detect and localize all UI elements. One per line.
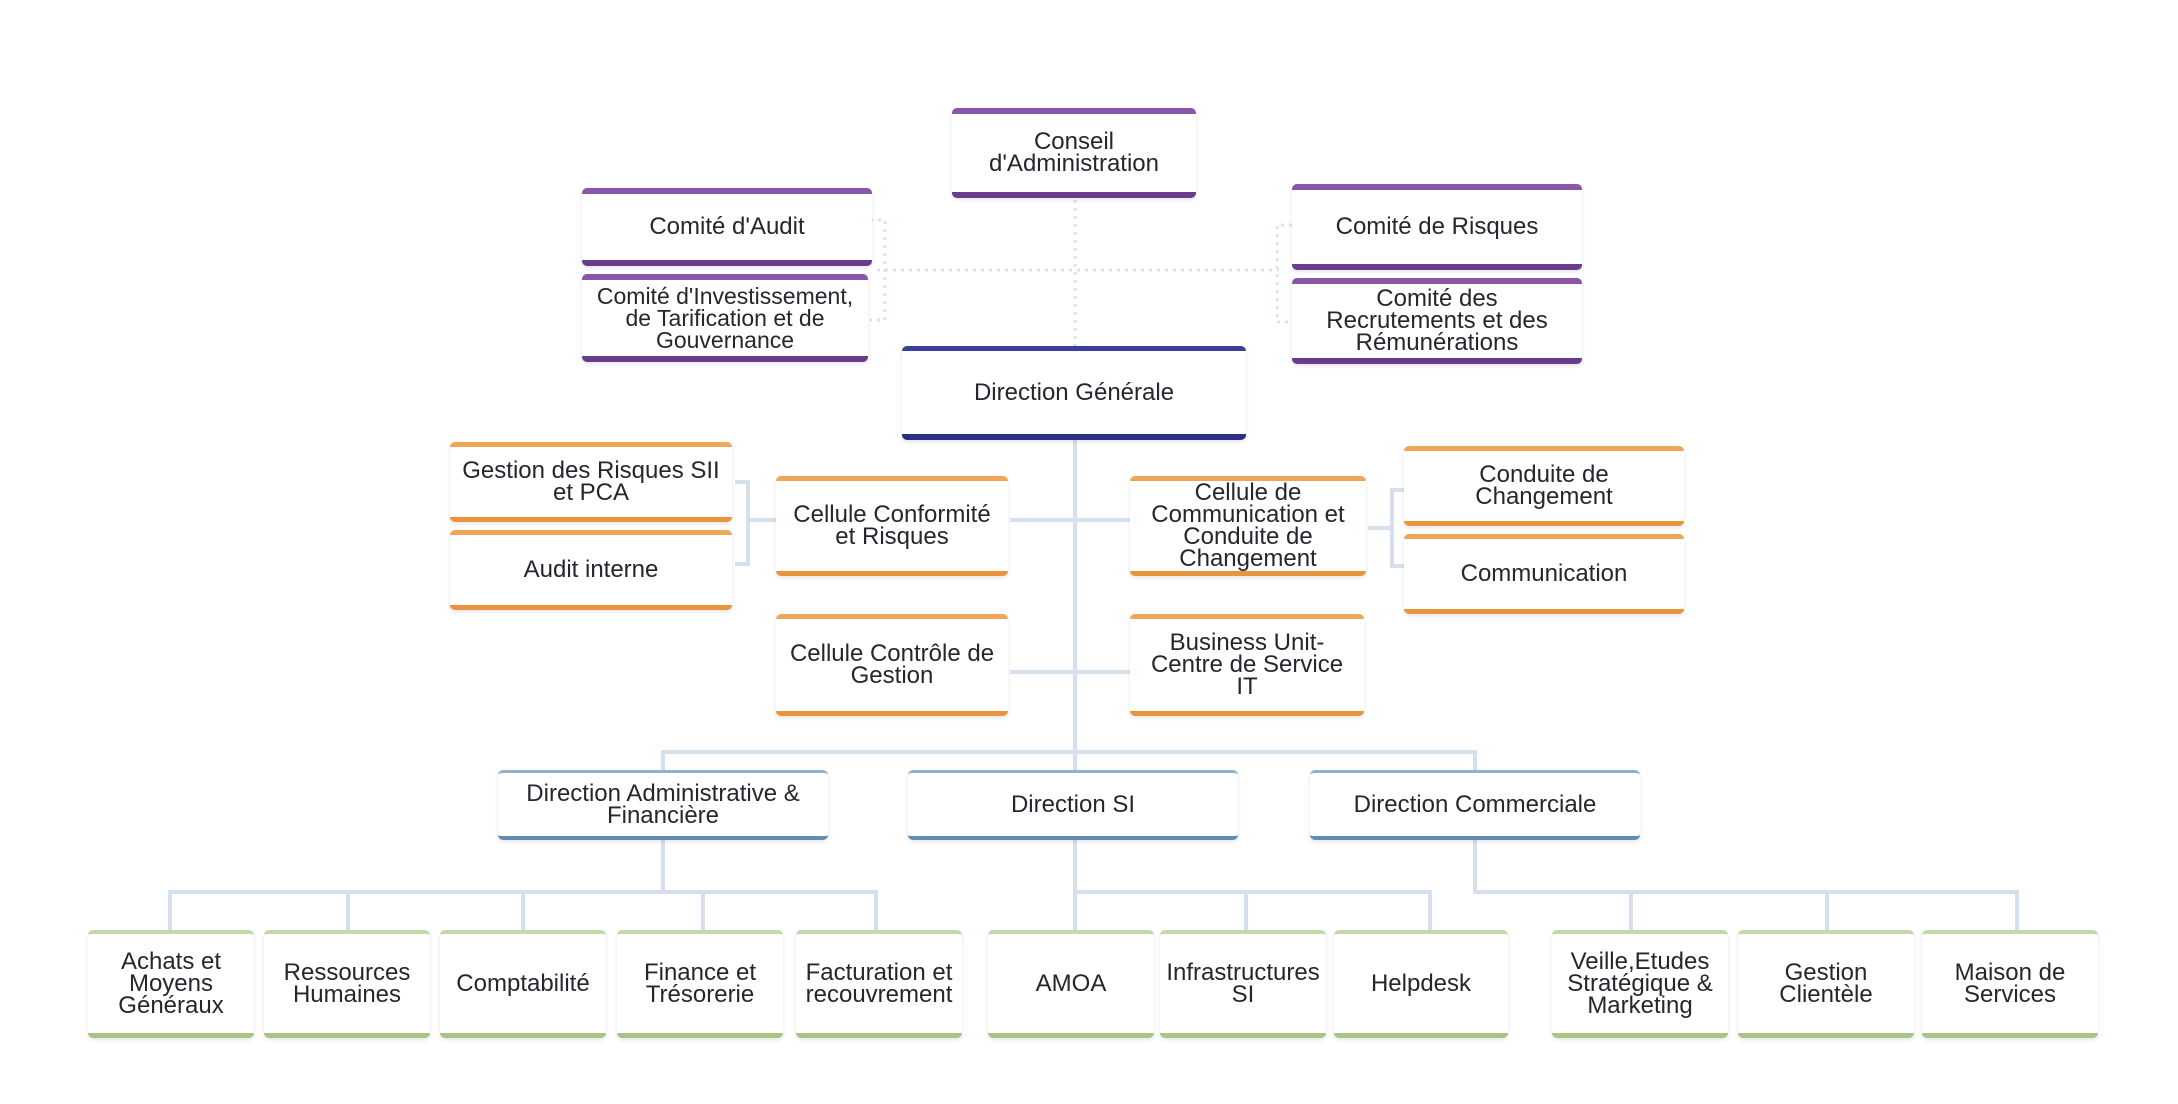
amoa-box: AMOA	[988, 930, 1154, 1038]
conduite-changement-box: Conduite de Changement	[1404, 446, 1684, 526]
dsi-departments-bus	[1073, 840, 1432, 935]
infrastructures-si-box: Infrastructures SI	[1160, 930, 1326, 1038]
achats-box: Achats et Moyens Généraux	[88, 930, 254, 1038]
comite-audit-box: Comité d'Audit	[582, 188, 872, 266]
veille-marketing-box: Veille,Etudes Stratégique & Marketing	[1552, 930, 1728, 1038]
comite-audit-label: Comité d'Audit	[649, 213, 805, 240]
ressources-humaines-box: Ressources Humaines	[264, 930, 430, 1038]
conduite-changement-label: Conduite de Changement	[1475, 461, 1613, 510]
ressources-humaines-label: Ressources Humaines	[283, 958, 411, 1008]
directions-bus	[661, 750, 1477, 772]
veille-marketing-label: Veille,Etudes Stratégique & Marketing	[1567, 947, 1713, 1019]
direction-generale-label: Direction Générale	[973, 378, 1175, 406]
maison-services-box: Maison de Services	[1922, 930, 2098, 1038]
maison-services-label: Maison de Services	[1954, 958, 2066, 1008]
direction-si-box: Direction SI	[908, 770, 1238, 840]
gestion-clientele-label: Gestion Clientèle	[1779, 958, 1873, 1008]
audit-interne-box: Audit interne	[450, 530, 732, 610]
comite-recrutements-label: Comité des Recrutements et des Rémunérat…	[1326, 285, 1548, 356]
business-unit-box: Business Unit-Centre de Service IT	[1130, 614, 1364, 716]
helpdesk-box: Helpdesk	[1334, 930, 1508, 1038]
cellule-communication-box: Cellule de Communication et Conduite de …	[1130, 476, 1366, 576]
audit-interne-label: Audit interne	[523, 556, 659, 583]
business-unit-label: Business Unit-Centre de Service IT	[1150, 629, 1344, 700]
direction-commerciale-label: Direction Commerciale	[1353, 790, 1597, 818]
gestion-risques-label: Gestion des Risques SII et PCA	[462, 457, 720, 506]
finance-tresorerie-label: Finance et Trésorerie	[643, 958, 757, 1008]
gestion-risques-box: Gestion des Risques SII et PCA	[450, 442, 732, 522]
left-committees-bracket	[870, 218, 887, 322]
right-committees-bracket	[1275, 223, 1292, 324]
facturation-box: Facturation et recouvrement	[796, 930, 962, 1038]
comite-risques-box: Comité de Risques	[1292, 184, 1582, 270]
comite-investissement-box: Comité d'Investissement, de Tarification…	[582, 274, 868, 362]
comite-investissement-label: Comité d'Investissement, de Tarification…	[596, 283, 854, 353]
comptabilite-label: Comptabilité	[456, 969, 590, 997]
left-staff-bracket	[735, 480, 776, 566]
amoa-label: AMOA	[1035, 969, 1107, 997]
cellule-controle-label: Cellule Contrôle de Gestion	[789, 640, 995, 689]
achats-label: Achats et Moyens Généraux	[118, 947, 224, 1019]
infrastructures-si-label: Infrastructures SI	[1166, 958, 1320, 1008]
communication-label: Communication	[1460, 560, 1628, 587]
direction-daf-box: Direction Administrative & Financière	[498, 770, 828, 840]
conseil-administration-label: Conseil d'Administration	[989, 128, 1159, 177]
right-staff-bracket	[1368, 488, 1408, 568]
cellule-conformite-label: Cellule Conformité et Risques	[793, 501, 991, 550]
gestion-clientele-box: Gestion Clientèle	[1738, 930, 1914, 1038]
comptabilite-box: Comptabilité	[440, 930, 606, 1038]
direction-generale-box: Direction Générale	[902, 346, 1246, 440]
conseil-administration-box: Conseil d'Administration	[952, 108, 1196, 198]
daf-departments-bus	[168, 840, 878, 935]
facturation-label: Facturation et recouvrement	[805, 958, 953, 1008]
direction-commerciale-box: Direction Commerciale	[1310, 770, 1640, 840]
cellule-controle-box: Cellule Contrôle de Gestion	[776, 614, 1008, 716]
helpdesk-label: Helpdesk	[1370, 969, 1472, 997]
communication-box: Communication	[1404, 534, 1684, 614]
commerciale-departments-bus	[1473, 840, 2019, 935]
cellule-communication-label: Cellule de Communication et Conduite de …	[1151, 479, 1345, 572]
comite-recrutements-box: Comité des Recrutements et des Rémunérat…	[1292, 278, 1582, 364]
direction-daf-label: Direction Administrative & Financière	[526, 779, 800, 829]
finance-tresorerie-box: Finance et Trésorerie	[617, 930, 783, 1038]
comite-risques-label: Comité de Risques	[1335, 213, 1539, 240]
direction-si-label: Direction SI	[1010, 790, 1136, 818]
cellule-conformite-box: Cellule Conformité et Risques	[776, 476, 1008, 576]
